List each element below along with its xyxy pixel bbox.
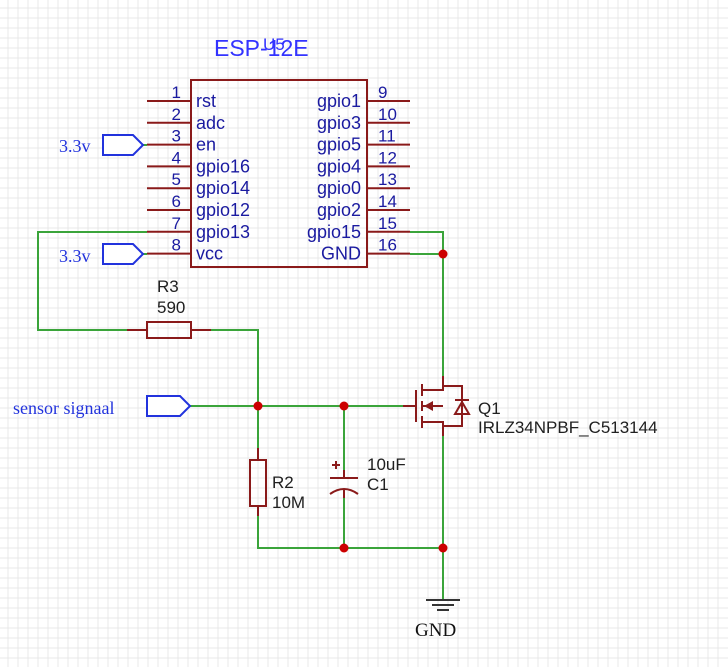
q1-arrow	[424, 401, 433, 411]
pin-name: adc	[196, 113, 225, 133]
capacitor-c1[interactable]: 10uF C1	[329, 455, 406, 498]
pin-name: gpio5	[317, 135, 361, 155]
wire-gpio15	[410, 231, 444, 254]
junction-dot	[339, 401, 349, 411]
pin-name: gpio3	[317, 113, 361, 133]
pin-number: 9	[378, 83, 387, 102]
wire-gpio13-r3	[37, 231, 147, 331]
pin-number: 13	[378, 170, 397, 189]
c1-value: 10uF	[367, 455, 406, 474]
junction-dot	[438, 543, 448, 553]
q1-diode-wire	[443, 385, 463, 427]
pin-number: 2	[172, 105, 181, 124]
pin-number: 5	[172, 170, 181, 189]
ground-label: GND	[415, 620, 456, 641]
port-sensor-label: sensor signaal	[13, 398, 114, 418]
junction-dot	[438, 249, 448, 259]
pin-number: 4	[172, 148, 181, 167]
left-pins: 1 rst 2 adc 3 en 4 gpio16 5 gpio14 6 gpio12 7 gpio13 8…	[147, 83, 250, 264]
pin-name: gpio16	[196, 156, 250, 176]
junction-dot	[339, 543, 349, 553]
pin-name: gpio2	[317, 200, 361, 220]
pin-number: 3	[172, 127, 181, 146]
port-3v3-vcc[interactable]: 3.3v	[59, 243, 145, 266]
pin-number: 10	[378, 105, 397, 124]
pin-number: 12	[378, 148, 397, 167]
pin-name: gpio15	[307, 222, 361, 242]
pin-name: GND	[321, 244, 361, 264]
wire-r2-gnd	[257, 508, 443, 549]
pin-number: 11	[378, 127, 396, 146]
junction-dot	[253, 401, 263, 411]
pin-name: rst	[196, 91, 216, 111]
mosfet-q1[interactable]: Q1 IRLZ34NPBF_C513144	[403, 376, 658, 437]
port-3v3-vcc-label: 3.3v	[59, 246, 91, 266]
q1-ref: Q1	[478, 399, 501, 418]
r2-value: 10M	[272, 493, 305, 512]
esp12e-name: ESP-12E	[214, 35, 309, 61]
q1-body-diode	[453, 400, 471, 415]
port-3v3-en[interactable]: 3.3v	[59, 134, 145, 156]
port-arrow	[146, 395, 192, 417]
pin-number: 14	[378, 192, 397, 211]
resistor-r2[interactable]: R2 10M	[249, 448, 305, 516]
esp12e-ref: U5	[263, 35, 285, 54]
r3-body	[146, 321, 192, 339]
r3-value: 590	[157, 298, 185, 317]
pin-name: gpio0	[317, 178, 361, 198]
pin-name: gpio1	[317, 91, 361, 111]
pin-number: 1	[172, 83, 181, 102]
wire-r3-node	[191, 329, 259, 406]
pin-number: 15	[378, 214, 397, 233]
port-3v3-en-label: 3.3v	[59, 136, 91, 156]
pin-name: gpio13	[196, 222, 250, 242]
junctions	[253, 249, 448, 553]
port-sensor-signal[interactable]: sensor signaal	[13, 395, 192, 418]
q1-part: IRLZ34NPBF_C513144	[478, 418, 658, 437]
pin-name: gpio4	[317, 156, 361, 176]
pin-number: 8	[172, 236, 181, 255]
pin-number: 6	[172, 192, 181, 211]
port-arrow	[102, 243, 145, 265]
r3-ref: R3	[157, 277, 179, 296]
pin-name: gpio14	[196, 178, 250, 198]
pin-number: 7	[172, 214, 181, 233]
ground-symbol[interactable]: GND	[415, 590, 460, 641]
wires	[37, 144, 444, 598]
pin-name: gpio12	[196, 200, 250, 220]
q1-source	[422, 421, 444, 436]
r2-ref: R2	[272, 473, 294, 492]
pin-number: 16	[378, 236, 397, 255]
esp12e-body	[190, 79, 368, 268]
esp12e-module[interactable]: ESP-12E U5 1 rst 2 adc 3 en 4 gpio16 5 gpio14 6 gpi…	[147, 35, 410, 268]
right-pins: 9 gpio1 10 gpio3 11 gpio5 12 gpio4 13 gpio0 14 gpio…	[307, 83, 410, 264]
c1-ref: C1	[367, 475, 389, 494]
q1-drain	[422, 376, 444, 391]
pin-name: en	[196, 135, 216, 155]
pin-name: vcc	[196, 244, 223, 264]
port-arrow	[102, 134, 145, 156]
resistor-r3[interactable]: R3 590	[127, 277, 211, 339]
